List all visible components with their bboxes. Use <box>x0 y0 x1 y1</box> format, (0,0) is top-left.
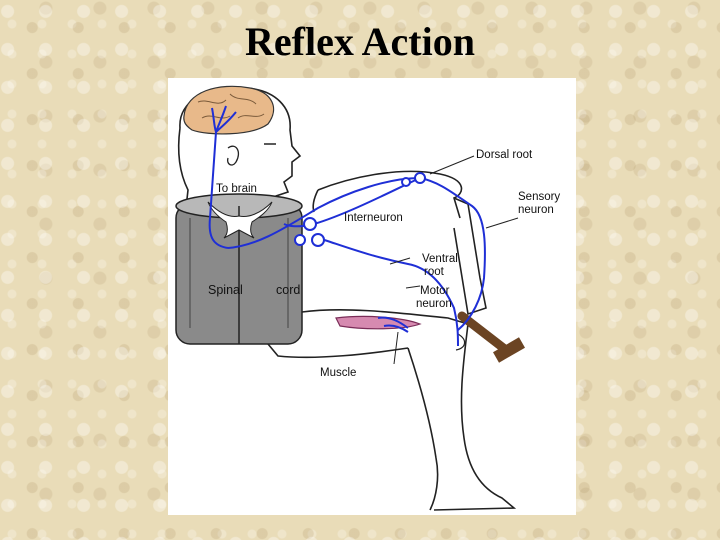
label-dorsal-root: Dorsal root <box>476 149 533 161</box>
shoulder-outline <box>317 170 463 219</box>
brain-folds <box>197 93 265 119</box>
neuron-cell-bodies <box>294 172 426 247</box>
quadriceps-muscle <box>335 315 422 330</box>
label-spinal: Spinal <box>208 283 243 297</box>
label-muscle: Muscle <box>320 367 356 379</box>
label-motor-line2: neuron <box>416 298 452 310</box>
label-sensory-line1: Sensory <box>518 191 560 203</box>
ear <box>226 145 240 166</box>
label-sensory-line2: neuron <box>518 204 554 216</box>
neck-back <box>177 127 189 209</box>
reflex-arc-figure: Dorsal root Sensory neuron To brain Inte… <box>168 78 576 515</box>
reflex-hammer <box>457 311 525 363</box>
label-to-brain: To brain <box>216 183 257 195</box>
label-motor-line1: Motor <box>420 285 450 297</box>
reflex-arc-diagram: Dorsal root Sensory neuron To brain Inte… <box>175 85 560 511</box>
spinal-cord <box>175 193 303 345</box>
leg <box>267 309 517 511</box>
label-ventral-line1: Ventral <box>422 253 458 265</box>
label-interneuron: Interneuron <box>344 212 403 224</box>
leader-lines <box>389 155 519 365</box>
slide-title: Reflex Action <box>245 19 475 64</box>
brain <box>183 85 274 135</box>
upper-arm <box>453 197 487 316</box>
nerve-pathways <box>208 105 486 347</box>
label-cord: cord <box>276 283 300 297</box>
label-ventral-line2: root <box>424 266 445 278</box>
